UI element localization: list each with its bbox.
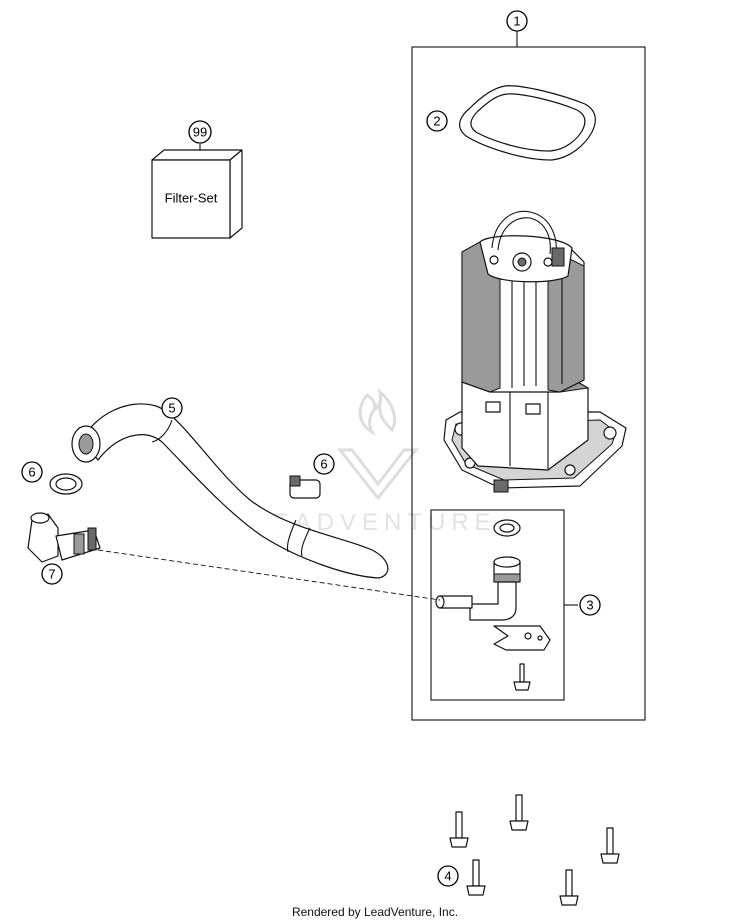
- footer-credit: Rendered by LeadVenture, Inc.: [291, 905, 459, 919]
- gasket-ring: [459, 85, 596, 161]
- bolt: [600, 827, 620, 864]
- callout-5: 5: [161, 397, 183, 419]
- hose-clamp-left: [49, 473, 83, 495]
- bolt: [509, 794, 529, 831]
- svg-text:6: 6: [28, 465, 35, 480]
- svg-text:3: 3: [586, 598, 593, 613]
- connection-leader: [97, 549, 441, 601]
- filter-set-label: Filter-Set: [165, 191, 218, 206]
- fuel-pump-assembly-frame: [411, 46, 646, 721]
- svg-text:4: 4: [444, 869, 451, 884]
- fuel-pump: [443, 210, 627, 493]
- bolt: [449, 811, 469, 848]
- callout-6-right: 6: [313, 453, 335, 475]
- connector-kit: [435, 519, 551, 691]
- bolt: [559, 869, 579, 906]
- callout-1: 1: [506, 10, 528, 32]
- callout-2: 2: [426, 110, 448, 132]
- fuel-hose: [71, 403, 389, 579]
- callout-99: 99: [188, 120, 212, 144]
- hose-clamp-right: [289, 475, 321, 499]
- svg-text:2: 2: [433, 114, 440, 129]
- svg-text:99: 99: [193, 125, 207, 140]
- svg-text:1: 1: [513, 14, 520, 29]
- bolts: [449, 794, 620, 906]
- watermark-logo: LEADVENTURE: [253, 388, 491, 536]
- callout-7: 7: [41, 563, 63, 585]
- callout-4: 4: [437, 865, 459, 887]
- bolt: [466, 859, 486, 896]
- quick-connector: [27, 512, 101, 563]
- svg-text:6: 6: [320, 457, 327, 472]
- filter-set-box: Filter-Set: [151, 149, 243, 239]
- svg-text:5: 5: [168, 401, 175, 416]
- callout-3: 3: [579, 594, 601, 616]
- svg-text:7: 7: [48, 567, 55, 582]
- callout-6-left: 6: [21, 461, 43, 483]
